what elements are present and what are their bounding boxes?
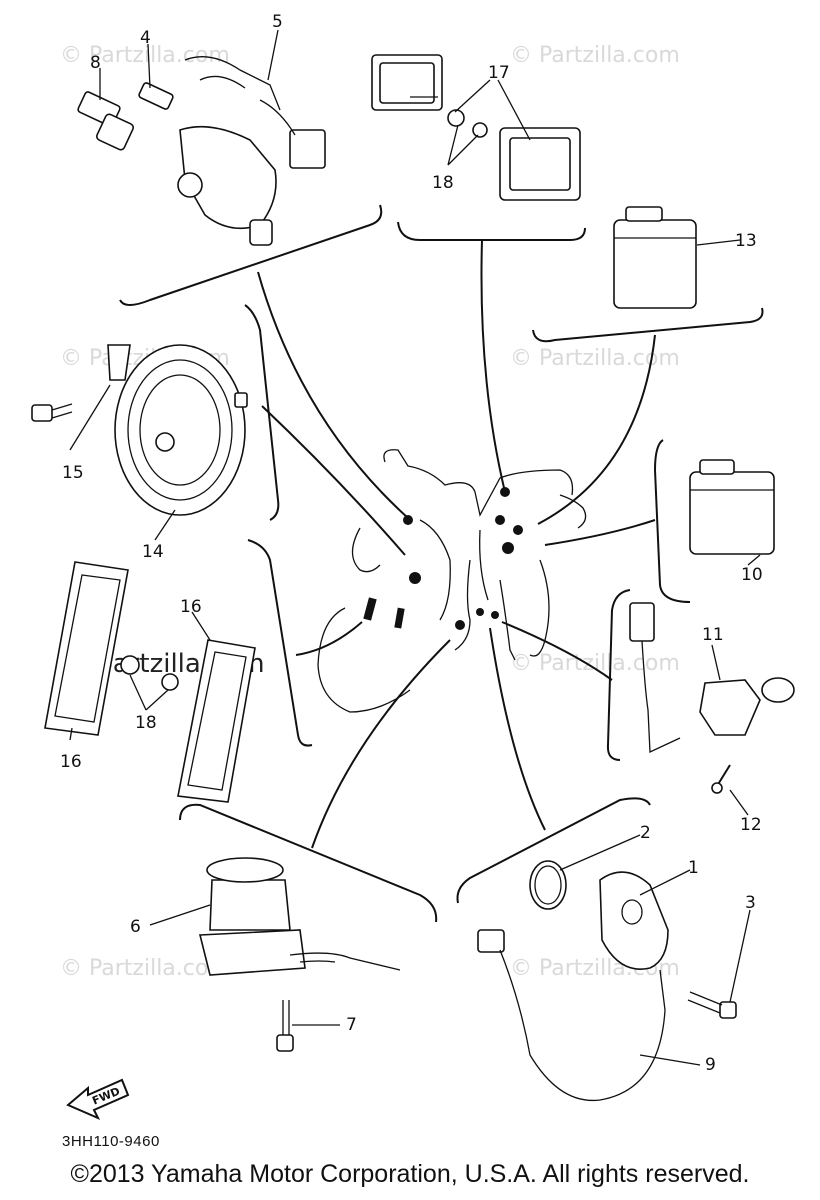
callout-18-top: 18 [432, 173, 454, 193]
callout-14: 14 [142, 542, 164, 562]
callout-16-right: 16 [180, 597, 202, 617]
callout-9: 9 [705, 1055, 716, 1075]
part-horn [107, 344, 248, 516]
callout-17: 17 [488, 63, 510, 83]
part-lead-wire-9 [477, 929, 666, 1102]
watermark: © Partzilla.com [510, 43, 680, 68]
callout-13: 13 [735, 231, 757, 251]
part-bolt-15 [31, 403, 73, 422]
part-switch-11 [629, 602, 795, 753]
part-nuts-18 [120, 655, 179, 691]
callout-8: 8 [90, 53, 101, 73]
callout-2: 2 [640, 823, 651, 843]
callout-16-left: 16 [60, 752, 82, 772]
callout-11: 11 [702, 625, 724, 645]
part-side-reflector-left [44, 561, 129, 736]
callout-1: 1 [688, 858, 699, 878]
callout-5: 5 [272, 12, 283, 32]
callout-12: 12 [740, 815, 762, 835]
part-sensor-1 [599, 871, 669, 970]
callout-15: 15 [62, 463, 84, 483]
callout-6: 6 [130, 917, 141, 937]
copyright-notice: ©2013 Yamaha Motor Corporation, U.S.A. A… [70, 1160, 750, 1188]
part-side-reflector-right [177, 639, 256, 803]
callout-7: 7 [346, 1015, 357, 1035]
vehicle-silhouette [317, 449, 587, 713]
part-relay-10 [689, 459, 775, 555]
callout-10: 10 [741, 565, 763, 585]
callout-4: 4 [140, 28, 151, 48]
part-reflector-lamps [371, 54, 581, 201]
part-oring-2 [529, 860, 567, 910]
group-brackets [119, 204, 764, 923]
callout-leaders [69, 29, 761, 1066]
watermark: © Partzilla.com [510, 346, 680, 371]
part-bolt-7 [276, 1000, 294, 1052]
watermark: © Partzilla.com [60, 956, 230, 981]
part-solenoid-6 [198, 857, 401, 976]
watermark: © Partzilla.com [510, 651, 680, 676]
part-bolt-3 [687, 991, 737, 1019]
forward-arrow: FWD [66, 1078, 130, 1121]
part-relay-13 [613, 206, 697, 309]
part-screw-12 [711, 764, 731, 794]
watermarks: © Partzilla.com © Partzilla.com © Partzi… [60, 43, 680, 981]
watermark: © Partzilla.com [60, 43, 230, 68]
callout-3: 3 [745, 893, 756, 913]
callout-18-left: 18 [135, 713, 157, 733]
diagram-code: 3HH110-9460 [62, 1133, 160, 1150]
forward-arrow-icon [66, 1078, 130, 1121]
part-sensor-cluster [77, 56, 326, 246]
connection-lines [257, 239, 656, 849]
callout-numbers: 4 8 5 17 18 13 15 14 10 16 11 18 16 12 2… [60, 12, 763, 1075]
